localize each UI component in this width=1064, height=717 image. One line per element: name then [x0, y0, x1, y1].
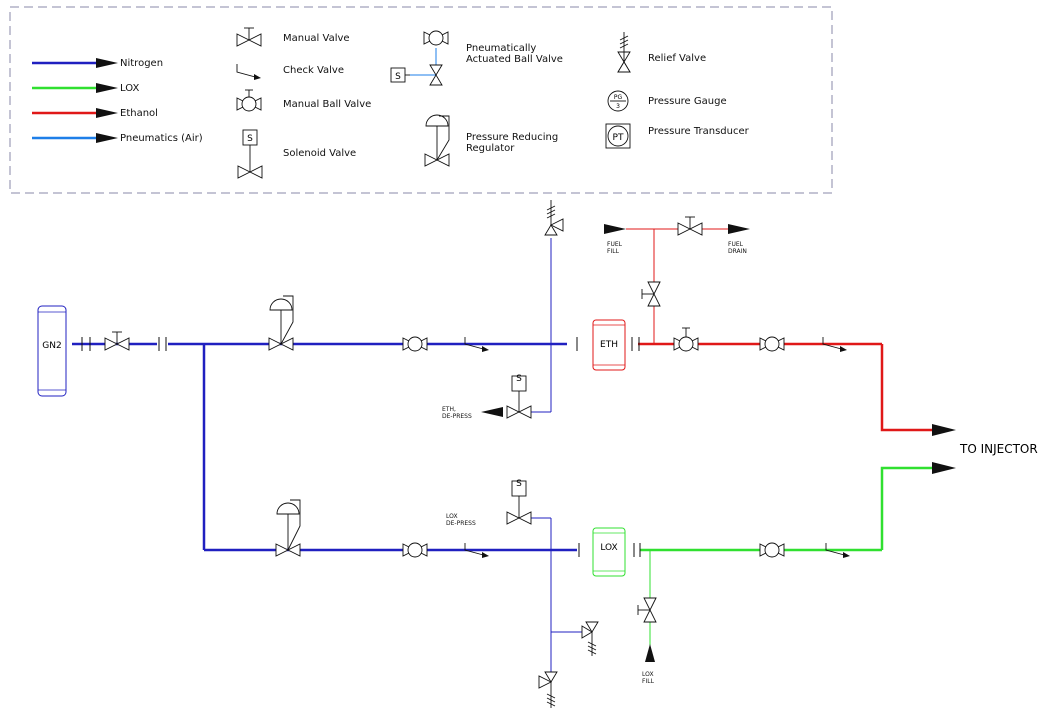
lox-tank	[592, 527, 626, 577]
arrow-to-injector-lox	[932, 462, 956, 474]
label-eth-depress-1: ETH,	[442, 406, 456, 413]
label-to-injector: TO INJECTOR	[959, 442, 1038, 456]
manual-valve-gn2	[104, 331, 130, 351]
legend-item-ethanol: Ethanol	[32, 108, 158, 119]
label-fuel-drain-2: DRAIN	[728, 248, 747, 255]
ball-valve-lox	[759, 542, 785, 558]
ball-valve-ethanol	[759, 336, 785, 352]
solenoid-mark-pneumatic: S	[395, 72, 401, 82]
legend-label-regulator-2: Regulator	[466, 143, 515, 154]
label-fuel-drain-1: FUEL	[728, 241, 744, 248]
legend-label-lox: LOX	[120, 83, 139, 94]
legend-item-pneumatics: Pneumatics (Air)	[32, 133, 203, 144]
label-lox-fill-1: LOX	[642, 671, 654, 678]
relief-valve-lox-bottom	[538, 671, 558, 708]
check-valve-lox	[825, 543, 850, 558]
legend-label-regulator-1: Pressure Reducing	[466, 132, 558, 143]
relief-valve-icon	[617, 32, 631, 73]
label-fuel-fill-2: FILL	[607, 248, 620, 255]
pressure-gauge-icon	[607, 90, 629, 112]
label-lox-depress-2: DE-PRESS	[446, 520, 476, 527]
pressure-transducer-icon	[605, 123, 631, 149]
legend-label-pressure-transducer: Pressure Transducer	[648, 126, 750, 137]
eth-label: ETH	[600, 340, 618, 350]
legend-arrow-nitrogen	[96, 58, 118, 68]
manual-ball-valve-icon	[236, 89, 262, 112]
solenoid-mark-lox: S	[516, 479, 522, 489]
transducer-mark: PT	[613, 133, 624, 143]
lox-label: LOX	[600, 543, 617, 553]
legend-label-pressure-gauge: Pressure Gauge	[648, 96, 727, 107]
solenoid-mark-legend: S	[247, 134, 253, 144]
arrow-eth-depress	[481, 407, 503, 417]
check-valve-n2-upper	[464, 337, 489, 352]
manual-valve-ethanol-branch	[641, 281, 661, 307]
legend: Nitrogen LOX Ethanol Pneumatics (Air) Ma…	[9, 6, 833, 194]
nitrogen-lines	[72, 342, 577, 552]
legend-arrow-pneumatics	[96, 133, 118, 143]
arrow-fuel-drain	[728, 224, 750, 234]
relief-valve-ethanol-vent	[544, 200, 564, 236]
regulator-upper	[268, 295, 294, 351]
label-fuel-fill-1: FUEL	[607, 241, 623, 248]
flanges	[81, 337, 641, 557]
pneumatic-ball-valve-icon	[390, 30, 449, 86]
nitrogen-thin-lines	[531, 238, 582, 672]
solenoid-valve-icon	[237, 129, 263, 179]
legend-label-pneumatic-ball-valve-2: Actuated Ball Valve	[466, 54, 563, 65]
relief-valve-lox-side	[581, 621, 599, 656]
lox-lines	[640, 466, 935, 650]
solenoid-mark-eth: S	[516, 374, 522, 384]
label-lox-fill-2: FILL	[642, 678, 655, 685]
ball-valve-n2-lower	[402, 542, 428, 558]
legend-label-manual-ball-valve: Manual Ball Valve	[283, 99, 371, 110]
check-valve-n2-lower	[464, 543, 489, 558]
arrow-fuel-fill	[604, 224, 626, 234]
gauge-mark-top: PG	[614, 94, 623, 101]
ethanol-lines	[626, 228, 935, 432]
legend-label-nitrogen: Nitrogen	[120, 58, 163, 69]
check-valve-ethanol	[822, 337, 847, 352]
legend-label-ethanol: Ethanol	[120, 108, 158, 119]
legend-label-relief-valve: Relief Valve	[648, 53, 706, 64]
legend-item-nitrogen: Nitrogen	[32, 58, 163, 69]
check-valve-icon	[236, 64, 261, 80]
legend-arrow-lox	[96, 83, 118, 93]
gn2-label: GN2	[42, 341, 61, 351]
eth-tank	[592, 319, 626, 371]
arrow-lox-fill	[645, 644, 655, 662]
legend-label-solenoid-valve: Solenoid Valve	[283, 148, 356, 159]
manual-valve-fuel-drain	[677, 216, 703, 236]
ball-valve-n2-upper	[402, 336, 428, 352]
solenoid-valve-lox-depress	[506, 480, 532, 525]
legend-label-check-valve: Check Valve	[283, 65, 344, 76]
manual-valve-lox-fill	[637, 597, 657, 623]
pressure-regulator-icon	[424, 114, 450, 167]
legend-label-manual-valve: Manual Valve	[283, 33, 350, 44]
gn2-tank	[37, 305, 67, 397]
gauge-mark-bottom: 3	[616, 103, 620, 110]
legend-border	[9, 6, 833, 194]
manual-ball-valve-ethanol	[673, 327, 699, 352]
solenoid-valve-eth-depress	[506, 375, 532, 419]
manual-valve-icon	[236, 27, 262, 47]
legend-label-pneumatic-ball-valve-1: Pneumatically	[466, 43, 536, 54]
legend-label-pneumatics: Pneumatics (Air)	[120, 133, 203, 144]
label-lox-depress-1: LOX	[446, 513, 458, 520]
regulator-lower	[275, 499, 301, 557]
legend-arrow-ethanol	[96, 108, 118, 118]
legend-item-lox: LOX	[32, 83, 139, 94]
arrow-to-injector-ethanol	[932, 424, 956, 436]
label-eth-depress-2: DE-PRESS	[442, 413, 472, 420]
